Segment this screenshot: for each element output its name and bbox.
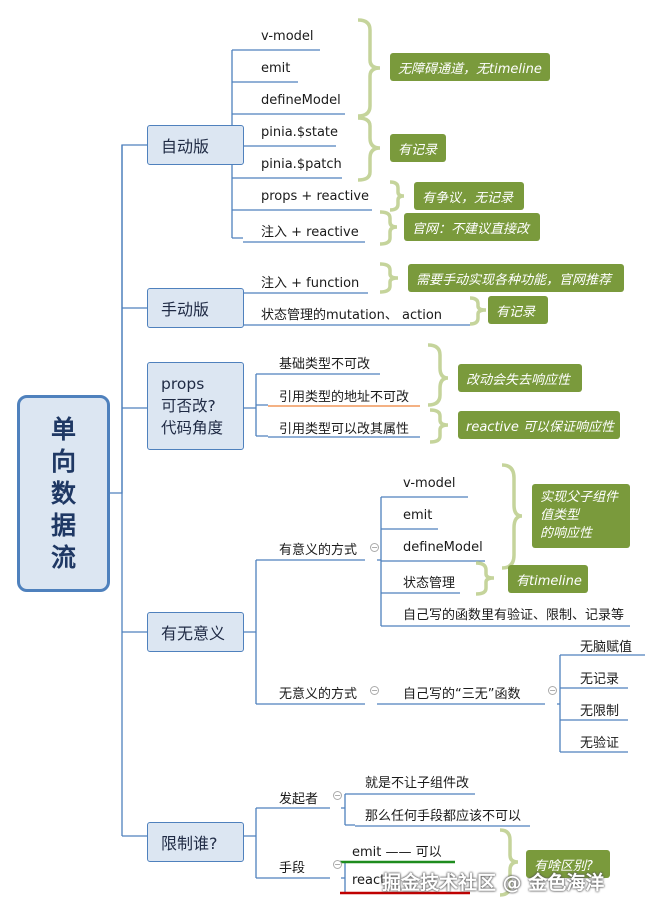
collapse-icon[interactable]: −	[370, 686, 379, 695]
note-line: 实现父子组件	[540, 490, 619, 505]
meaningless-item[interactable]: 无脑赋值	[580, 640, 633, 655]
meaningful-item[interactable]: defineModel	[403, 540, 483, 555]
manual-item[interactable]: 注入 + function	[261, 276, 360, 291]
note-line: 值类型	[540, 508, 580, 523]
meaningful-label[interactable]: 有意义的方式	[279, 543, 358, 558]
auto-item[interactable]: props + reactive	[261, 189, 370, 204]
collapse-icon[interactable]: −	[333, 860, 342, 869]
initiator-label[interactable]: 发起者	[279, 792, 319, 807]
node-label: 手动版	[161, 300, 210, 319]
manual-note[interactable]: 需要手动实现各种功能，官网推荐	[408, 264, 624, 292]
auto-note[interactable]: 无障碍通道，无timeline	[390, 53, 550, 81]
initiator-item[interactable]: 就是不让子组件改	[365, 776, 470, 791]
auto-item[interactable]: emit	[261, 61, 291, 76]
node-label: props	[161, 375, 205, 393]
collapse-icon[interactable]: −	[333, 791, 342, 800]
root-char: 据	[50, 510, 76, 540]
collapse-icon[interactable]: −	[548, 686, 557, 695]
node-meaning[interactable]: 有无意义	[147, 612, 244, 652]
node-props[interactable]: props 可否改? 代码角度	[147, 362, 244, 450]
meaningless-label[interactable]: 无意义的方式	[279, 687, 358, 702]
auto-note[interactable]: 有记录	[390, 134, 446, 162]
props-item[interactable]: 基础类型不可改	[279, 357, 371, 372]
node-auto[interactable]: 自动版	[147, 125, 244, 165]
node-label: 自动版	[161, 137, 210, 156]
root-node[interactable]: 单 向 数 据 流	[17, 395, 110, 592]
root-char: 流	[50, 542, 76, 572]
manual-item[interactable]: 状态管理的mutation、 action	[261, 308, 443, 323]
auto-note[interactable]: 有争议，无记录	[414, 182, 524, 210]
meaningful-item[interactable]: v-model	[403, 476, 456, 491]
node-label: 代码角度	[161, 419, 224, 437]
collapse-icon[interactable]: −	[370, 543, 379, 552]
auto-item[interactable]: 注入 + reactive	[261, 225, 359, 240]
watermark: 掘金技术社区 @ 金色海洋	[382, 872, 605, 894]
meaningless-item[interactable]: 无验证	[580, 736, 620, 751]
props-note[interactable]: 改动会失去响应性	[458, 364, 582, 392]
means-item[interactable]: emit —— 可以	[352, 845, 442, 860]
node-manual[interactable]: 手动版	[147, 288, 244, 328]
means-note[interactable]: 有啥区别?	[526, 850, 610, 878]
auto-item[interactable]: pinia.$state	[261, 125, 339, 140]
node-label: 可否改?	[161, 397, 216, 415]
props-item[interactable]: 引用类型的地址不可改	[279, 390, 410, 405]
root-char: 向	[50, 446, 76, 476]
meaningful-item[interactable]: 自己写的函数里有验证、限制、记录等	[403, 608, 625, 623]
meaningful-note[interactable]: 有timeline	[508, 565, 588, 593]
manual-note[interactable]: 有记录	[488, 296, 548, 324]
node-label: 有无意义	[161, 624, 226, 643]
note-line: 的响应性	[540, 526, 593, 541]
meaningful-item[interactable]: emit	[403, 508, 433, 523]
auto-item[interactable]: v-model	[261, 29, 314, 44]
root-char: 单	[50, 414, 76, 444]
props-item[interactable]: 引用类型可以改其属性	[279, 422, 410, 437]
meaningful-note[interactable]: 实现父子组件 值类型 的响应性	[532, 484, 630, 548]
auto-item[interactable]: defineModel	[261, 93, 341, 108]
props-note[interactable]: reactive 可以保证响应性	[458, 411, 620, 439]
means-item[interactable]: react	[352, 873, 386, 888]
auto-item[interactable]: pinia.$patch	[261, 157, 342, 172]
auto-note[interactable]: 官网：不建议直接改	[404, 213, 540, 241]
meaningful-item[interactable]: 状态管理	[403, 576, 456, 591]
meaningless-child[interactable]: 自己写的“三无”函数	[403, 687, 521, 702]
root-char: 数	[50, 478, 76, 508]
meaningless-item[interactable]: 无记录	[580, 672, 620, 687]
node-label: 限制谁?	[161, 834, 218, 853]
initiator-item[interactable]: 那么任何手段都应该不可以	[365, 809, 522, 824]
means-label[interactable]: 手段	[279, 861, 306, 876]
node-limit[interactable]: 限制谁?	[147, 822, 244, 862]
meaningless-item[interactable]: 无限制	[580, 704, 620, 719]
